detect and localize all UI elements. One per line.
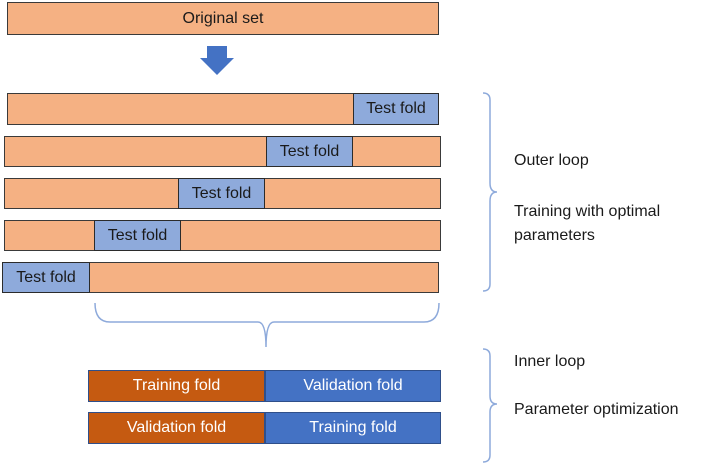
test-fold-label: Test fold [191,184,252,202]
test-fold-label: Test fold [16,268,76,286]
outer-loop-title: Outer loop [514,152,589,169]
inner-row-2-right-label: Training fold [309,419,397,436]
inner-loop-description: Parameter optimization [514,401,679,418]
outer-loop-description-line1: Training with optimal [514,203,661,220]
inner-row-2-right: Training fold [265,412,441,444]
outer-row-3-test-fold: Test fold [178,178,265,209]
outer-row-5-test-fold: Test fold [2,262,90,293]
inner-loop-brace [482,348,498,463]
outer-loop-brace [482,92,498,292]
inner-row-1-left: Training fold [88,370,265,402]
outer-row-4-test-fold: Test fold [94,220,181,251]
down-arrow-icon [200,46,234,75]
inner-row-1-right-label: Validation fold [303,377,403,394]
test-fold-label: Test fold [279,142,340,160]
inner-row-2-left-label: Validation fold [126,419,227,436]
outer-row-1-test-fold: Test fold [353,93,439,125]
inner-row-2-left: Validation fold [88,412,265,444]
outer-row-4-bar [4,220,441,251]
inner-row-1-right: Validation fold [265,370,441,402]
inner-loop-title: Inner loop [514,353,586,370]
outer-row-2-bar [4,136,441,167]
test-fold-label: Test fold [107,226,168,244]
test-fold-label: Test fold [366,100,426,117]
outer-folds-brace [94,302,440,348]
outer-loop-description-line2: parameters [514,227,595,244]
outer-row-2-test-fold: Test fold [266,136,353,167]
inner-row-1-left-label: Training fold [132,377,221,394]
original-set-bar: Original set [7,2,439,35]
original-set-label: Original set [182,9,264,27]
